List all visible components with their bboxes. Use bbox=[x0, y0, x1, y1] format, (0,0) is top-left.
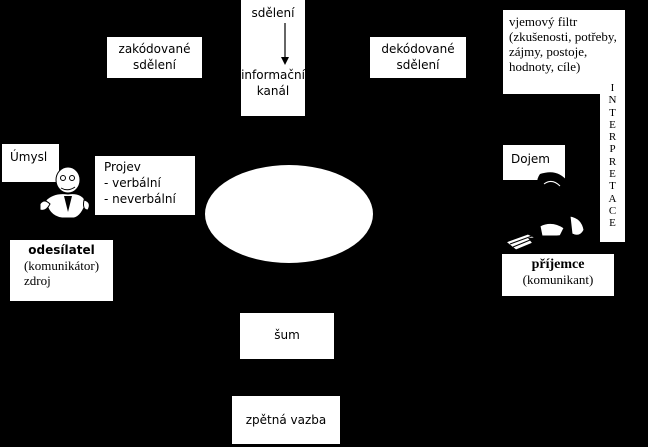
expression-item-nonverbal: - neverbální bbox=[104, 192, 176, 206]
receiver-box: příjemce (komunikant) bbox=[502, 254, 614, 296]
sender-box: odesílatel (komunikátor) zdroj bbox=[10, 240, 113, 301]
encoded-line-1: zakódované bbox=[118, 42, 191, 56]
expression-item-verbal: - verbální bbox=[104, 176, 161, 190]
channel-label-1: informační bbox=[241, 68, 305, 82]
interp-letter: C bbox=[608, 204, 617, 217]
decoded-message-box: dekódované sdělení bbox=[370, 37, 466, 78]
noise-label: šum bbox=[274, 328, 300, 342]
receiver-title: příjemce bbox=[531, 257, 585, 272]
noise-box: šum bbox=[240, 313, 334, 359]
interp-letter: E bbox=[609, 118, 616, 131]
filter-line-3: zájmy, postoje, bbox=[509, 44, 588, 59]
intent-box: Úmysl bbox=[2, 144, 59, 182]
down-arrow-icon bbox=[281, 23, 289, 65]
filter-line-2: (zkušenosti, potřeby, bbox=[509, 29, 617, 44]
interp-letter: A bbox=[608, 192, 617, 205]
sender-line-2: zdroj bbox=[24, 273, 51, 288]
message-label: sdělení bbox=[251, 6, 295, 20]
impression-label: Dojem bbox=[511, 152, 550, 166]
intent-label: Úmysl bbox=[10, 150, 48, 164]
filter-line-4: hodnoty, cíle) bbox=[509, 59, 581, 74]
information-channel-box: sdělení informační kanál bbox=[241, 0, 305, 116]
receiver-line-1: (komunikant) bbox=[522, 272, 594, 287]
feedback-box: zpětná vazba bbox=[232, 396, 340, 444]
interp-letter: I bbox=[610, 82, 615, 94]
expression-box: Projev - verbální - neverbální bbox=[95, 156, 195, 215]
interp-letter: E bbox=[609, 217, 616, 230]
interp-letter: T bbox=[609, 106, 616, 119]
decoded-line-1: dekódované bbox=[381, 42, 455, 56]
perception-filter-box: vjemový filtr (zkušenosti, potřeby, zájm… bbox=[503, 10, 625, 94]
channel-label-2: kanál bbox=[256, 84, 290, 98]
feedback-label: zpětná vazba bbox=[245, 413, 327, 427]
interp-letter: R bbox=[608, 155, 617, 168]
interp-letter: P bbox=[609, 143, 616, 156]
filter-line-1: vjemový filtr bbox=[509, 14, 578, 29]
interp-letter: T bbox=[609, 180, 616, 193]
sender-figure-icon bbox=[39, 166, 90, 240]
interp-letter: R bbox=[608, 131, 617, 144]
encoded-line-2: sdělení bbox=[133, 58, 176, 72]
interp-letter: E bbox=[609, 168, 616, 181]
sender-title: odesílatel bbox=[28, 243, 95, 257]
interp-letter: N bbox=[608, 94, 617, 107]
receiver-figure-icon bbox=[504, 172, 585, 251]
encoded-message-box: zakódované sdělení bbox=[107, 37, 202, 78]
decoded-line-2: sdělení bbox=[396, 58, 440, 72]
expression-title: Projev bbox=[104, 160, 141, 174]
sender-line-1: (komunikátor) bbox=[23, 258, 100, 273]
communication-ellipse bbox=[205, 165, 373, 263]
interpretation-label: I N T E R P R E T A C E bbox=[600, 82, 625, 242]
